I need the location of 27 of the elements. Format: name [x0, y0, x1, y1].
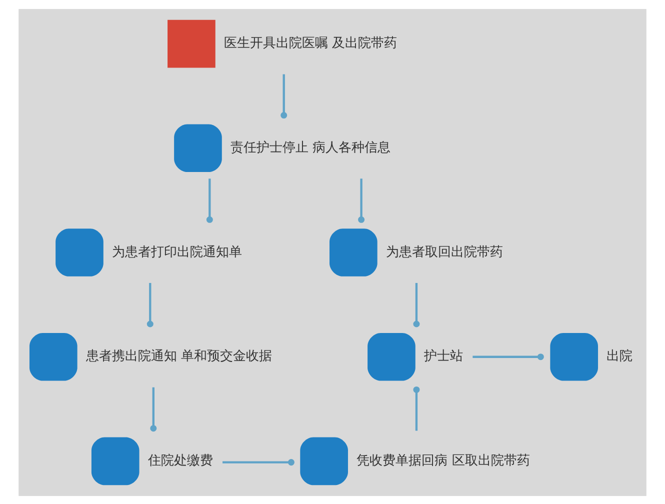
- node-box: [168, 19, 216, 68]
- node-label: 患者携出院通知 单和预交金收据: [86, 348, 272, 364]
- node-box: [56, 228, 104, 276]
- node-label: 医生开具出院医嘱 及出院带药: [224, 36, 398, 51]
- node-box: [29, 332, 78, 380]
- node-box: [368, 332, 416, 380]
- connector: [358, 178, 365, 222]
- node-label: 为患者打印出院通知单: [112, 244, 242, 260]
- connector: [280, 74, 288, 118]
- node-label: 护士站: [424, 348, 464, 364]
- node-box: [550, 332, 598, 380]
- node-label: 责任护士停止 病人各种信息: [230, 140, 391, 156]
- node-label: 凭收费单据回病 区取出院带药: [356, 453, 530, 468]
- connector: [146, 282, 154, 327]
- node-label: 为患者取回出院带药: [386, 244, 504, 260]
- connector: [150, 386, 157, 432]
- node-label: 出院: [606, 348, 633, 364]
- connector: [413, 282, 420, 327]
- node-box: [300, 436, 348, 485]
- connector: [472, 353, 544, 360]
- connector: [206, 178, 213, 222]
- node-box: [330, 228, 378, 276]
- connector: [222, 458, 294, 466]
- connector: [413, 386, 420, 430]
- node-box: [174, 124, 222, 172]
- node-box: [91, 436, 140, 485]
- node-label: 住院处缴费: [148, 453, 213, 468]
